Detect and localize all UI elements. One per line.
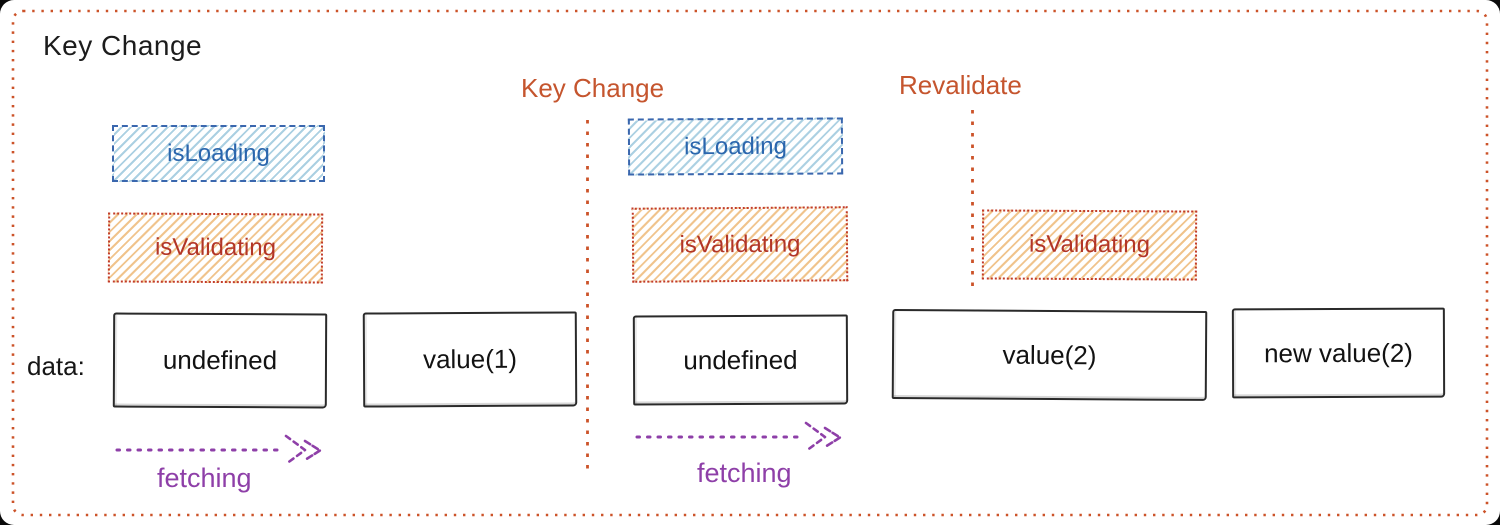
fetching-arrow-1: [115, 434, 322, 466]
isvalidating-box-2: isValidating: [631, 206, 849, 283]
key-change-marker: Key Change: [521, 73, 665, 103]
isloading-box-1: isLoading: [112, 125, 325, 182]
revalidate-marker: Revalidate: [899, 70, 1022, 100]
fetching-arrow-2: [635, 421, 842, 453]
page-title: Key Change: [43, 30, 203, 61]
isloading-label: isLoading: [167, 139, 270, 167]
fetching-label-2: fetching: [697, 458, 792, 488]
data-box-undefined-1: undefined: [112, 312, 328, 409]
isvalidating-label: isValidating: [1028, 230, 1151, 259]
data-box-value: new value(2): [1264, 337, 1413, 368]
fetching-label-1: fetching: [157, 463, 252, 493]
fetching-arrow-1-tip: [303, 439, 322, 462]
fetching-arrow-1-chevron: [284, 434, 307, 466]
data-row-label: data:: [27, 351, 85, 381]
isvalidating-label: isValidating: [154, 233, 277, 262]
fetching-arrow-2-tip: [823, 426, 842, 449]
isvalidating-box-1: isValidating: [107, 212, 324, 284]
data-box-value: value(2): [1002, 339, 1097, 370]
data-box-value: undefined: [683, 344, 798, 375]
data-box-value-2: value(2): [891, 309, 1208, 401]
data-box-new-value-2: new value(2): [1231, 307, 1446, 399]
data-box-value: value(1): [422, 343, 518, 375]
fetching-arrow-2-chevron: [804, 421, 827, 453]
isloading-label: isLoading: [684, 132, 787, 160]
isloading-box-2: isLoading: [627, 117, 844, 176]
isvalidating-box-3: isValidating: [981, 209, 1198, 281]
data-box-undefined-2: undefined: [632, 314, 849, 406]
isvalidating-label: isValidating: [679, 230, 801, 258]
data-box-value: undefined: [162, 344, 278, 376]
data-box-value-1: value(1): [362, 311, 578, 408]
